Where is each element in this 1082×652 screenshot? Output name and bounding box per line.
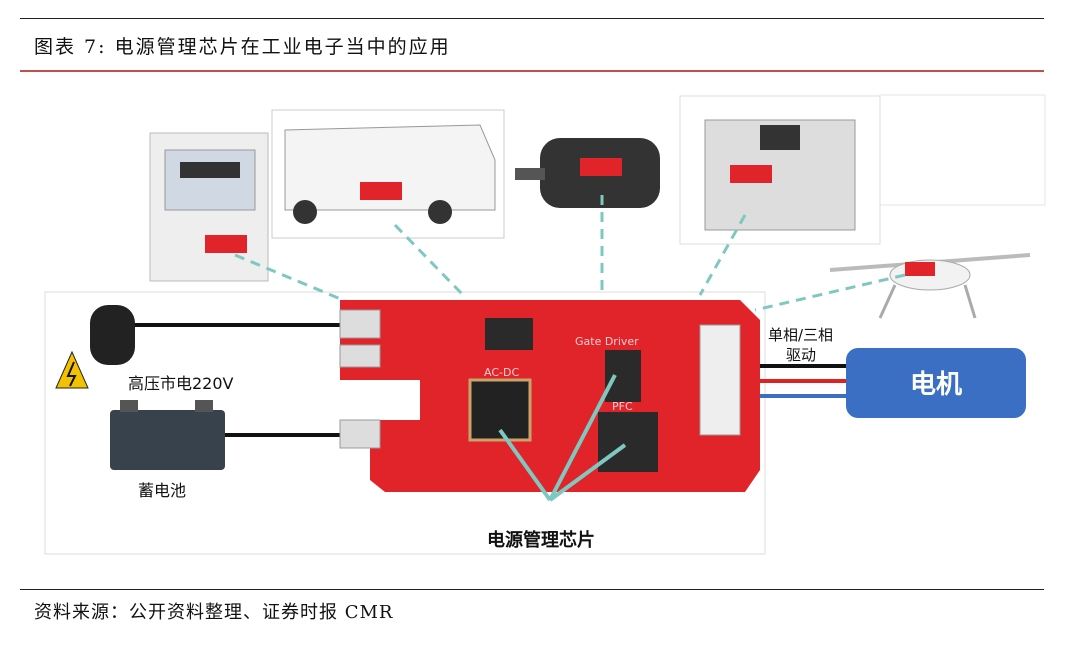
pfc-chip [598,412,658,472]
high-voltage-label: 高压市电220V [128,374,234,393]
drone-image [829,253,1031,319]
battery-image [110,400,340,470]
motor-label: 电机 [910,370,962,400]
ac-dc-label: AC-DC [484,366,519,379]
battery-label: 蓄电池 [138,481,186,500]
pfc-label: PFC [612,400,633,413]
gate-driver-label: Gate Driver [575,335,639,348]
panel-outline [879,94,1046,206]
ac-dc-chip [468,378,532,442]
power-management-diagram: 高压市电220V 蓄电池 Gate Driver AC-DC PFC 电源管理芯… [44,94,1046,555]
drive-label-line1: 单相/三相 [768,326,833,344]
pcb-board [339,300,760,492]
electric-meter-image [149,132,269,282]
connection-arrows [234,195,906,312]
gate-driver-chip [605,350,641,402]
bottom-rule [20,589,1044,590]
figure-title: 图表 7: 电源管理芯片在工业电子当中的应用 [34,36,451,58]
industrial-motor-image [515,138,660,208]
electric-bus-image [271,109,505,239]
motor-box [846,348,1026,418]
top-rule [20,18,1044,19]
power-plug-image [90,305,340,365]
cnc-machine-image [679,95,881,245]
optocoupler-chip [485,318,533,350]
chip-label: 电源管理芯片 [487,529,595,551]
figure-source: 资料来源：公开资料整理、证券时报 CMR [34,602,394,623]
chip-arrows [498,374,627,502]
high-voltage-warning-icon [55,350,89,389]
title-underline [20,70,1044,72]
drive-label-line2: 驱动 [786,346,816,364]
connector [699,324,741,436]
